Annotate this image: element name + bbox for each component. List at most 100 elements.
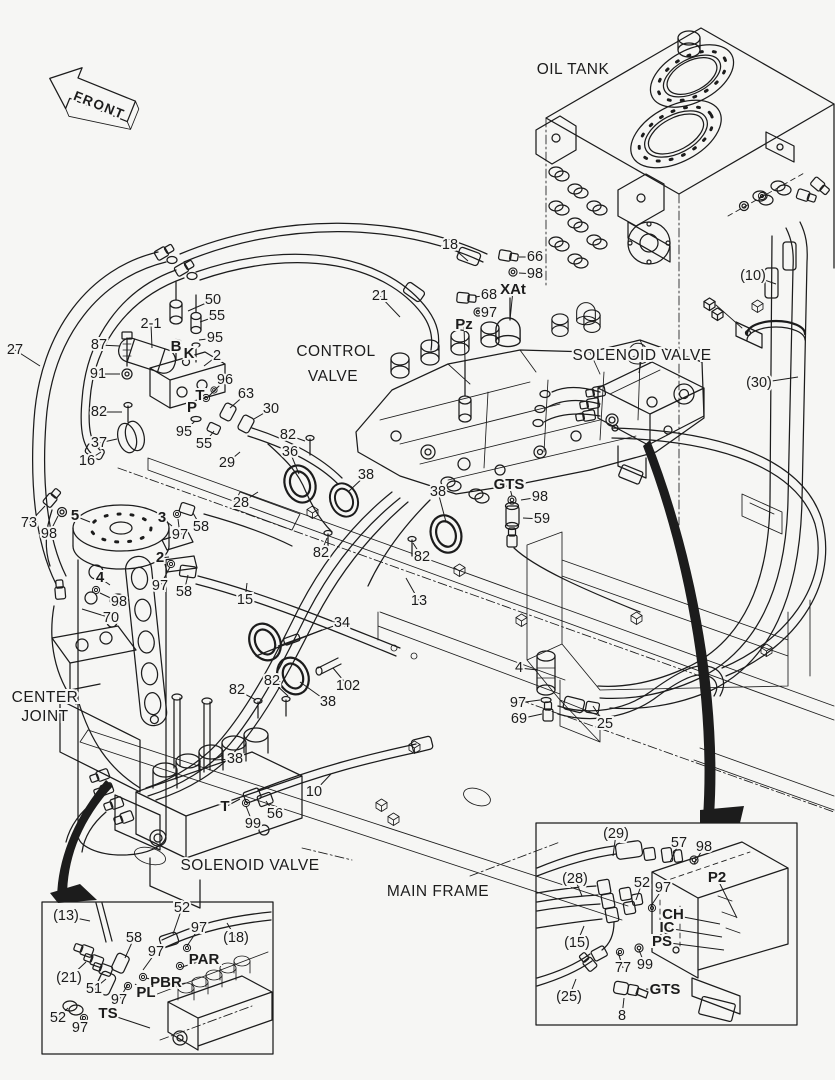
label-97: 97 xyxy=(655,880,671,896)
label-59-leader xyxy=(522,517,543,520)
label-t: T xyxy=(220,798,229,815)
label-4: 4 xyxy=(96,569,105,586)
label-29: (29) xyxy=(603,826,629,842)
swoosh-right-tip xyxy=(700,806,744,823)
label-2: 2 xyxy=(156,549,164,566)
label-97-leader xyxy=(517,699,541,704)
label-21: (21) xyxy=(56,970,82,986)
center-joint-drawing xyxy=(51,504,198,856)
solenoid-valve-bottom-drawing xyxy=(65,693,434,909)
label-pz: Pz xyxy=(455,316,473,333)
label-37: 37 xyxy=(91,435,107,451)
label-38: 38 xyxy=(320,694,336,710)
label-pbr-leader xyxy=(145,977,167,984)
label-control: CONTROL xyxy=(296,343,375,360)
label-97-leader xyxy=(476,310,490,314)
label-63-leader xyxy=(229,393,247,409)
label-73-leader xyxy=(28,505,46,524)
label-58: 58 xyxy=(126,930,142,946)
label-97-leader xyxy=(177,518,181,536)
label-82-leader xyxy=(271,680,289,697)
label-38-leader xyxy=(299,681,329,703)
pump-hose-drawing xyxy=(536,650,725,722)
oil-tank-drawing xyxy=(535,27,835,526)
label-98-leader xyxy=(520,496,541,501)
label-5-leader xyxy=(74,515,91,523)
label-ic-leader xyxy=(666,927,723,938)
label-58-leader xyxy=(192,512,202,528)
label-p2: P2 xyxy=(708,869,726,886)
label-82: 82 xyxy=(313,545,329,561)
label-xat: XAt xyxy=(500,281,526,298)
label-solenoid-valve-leader xyxy=(638,355,643,374)
upper-hoses-drawing xyxy=(179,222,520,351)
label-102: 102 xyxy=(336,678,360,694)
label-18-leader xyxy=(226,922,237,939)
label-82: 82 xyxy=(414,549,430,565)
label-t: T xyxy=(195,387,204,404)
label-97-leader xyxy=(142,951,157,971)
label-82: 82 xyxy=(229,682,245,698)
label-30-leader xyxy=(758,376,799,384)
label-b: B xyxy=(171,338,182,355)
label-97-leader xyxy=(650,887,664,907)
label-58-leader xyxy=(183,574,189,593)
label-2-1-leader xyxy=(150,323,153,349)
label-70-leader xyxy=(81,608,112,619)
label-99: 99 xyxy=(245,816,261,832)
swoosh-right xyxy=(643,440,716,818)
label-29-leader xyxy=(612,833,617,857)
label-102-leader xyxy=(332,667,349,687)
label-52: 52 xyxy=(174,900,190,916)
grommet-36 xyxy=(277,459,323,509)
label-16: 16 xyxy=(79,453,95,469)
label-pbr: PBR xyxy=(150,974,182,991)
label-13: 13 xyxy=(411,593,427,609)
swoosh-left xyxy=(57,780,113,898)
label-97: 97 xyxy=(172,527,188,543)
label-ch: CH xyxy=(662,906,684,923)
label-36: 36 xyxy=(282,444,298,460)
label-10: 10 xyxy=(306,784,322,800)
label-99-leader xyxy=(245,805,254,825)
label-ch-leader xyxy=(672,914,721,925)
label-58: 58 xyxy=(193,519,209,535)
label-38-leader xyxy=(437,491,447,523)
label-21-leader xyxy=(379,295,401,318)
label-15: (15) xyxy=(564,935,590,951)
label-8-leader xyxy=(621,997,625,1017)
label-68-leader xyxy=(474,294,490,298)
label-par: PAR xyxy=(189,951,220,968)
label-97: 97 xyxy=(191,920,207,936)
detail-inset-left xyxy=(41,901,274,1055)
label-51: 51 xyxy=(86,981,102,997)
label-56-leader xyxy=(265,800,276,815)
label-gts-leader xyxy=(508,484,513,497)
label-55: 55 xyxy=(196,436,212,452)
label-16-leader xyxy=(86,451,102,462)
label-gts: GTS xyxy=(650,981,681,998)
label-oil-tank: OIL TANK xyxy=(537,61,610,78)
label-4-leader xyxy=(518,667,539,671)
label-58: 58 xyxy=(176,584,192,600)
label-ic: IC xyxy=(660,919,675,936)
label-valve: VALVE xyxy=(308,368,358,385)
label-38: 38 xyxy=(430,484,446,500)
label-91: 91 xyxy=(90,366,106,382)
label-13: (13) xyxy=(53,908,79,924)
label-87-leader xyxy=(98,344,121,347)
label-38: 38 xyxy=(358,467,374,483)
label-63: 63 xyxy=(238,386,254,402)
label-p2-leader xyxy=(716,877,738,919)
label-34: 34 xyxy=(334,615,350,631)
label-ps: PS xyxy=(652,933,672,950)
label-solenoid-valve: SOLENOID VALVE xyxy=(180,857,319,874)
label-15: 15 xyxy=(237,592,253,608)
label-main-frame: MAIN FRAME xyxy=(387,883,489,900)
label-joint: JOINT xyxy=(21,708,68,725)
label-ts: TS xyxy=(98,1005,117,1022)
label-4-leader xyxy=(99,577,111,586)
label-52: 52 xyxy=(50,1010,66,1026)
label-59: 59 xyxy=(534,511,550,527)
